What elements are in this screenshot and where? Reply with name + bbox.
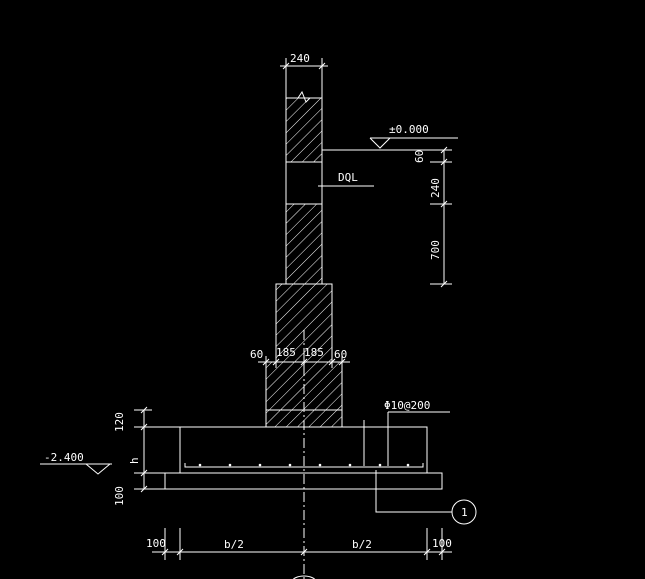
- label-dim-240: 240: [429, 178, 442, 198]
- detail-callout-circle: [451, 499, 477, 525]
- axis-bubble: [292, 575, 316, 579]
- label-top-width: 240: [290, 52, 310, 65]
- label-step-right: 60: [334, 348, 347, 361]
- dim-left-vertical: [134, 406, 180, 493]
- label-dim-h: h: [128, 457, 141, 464]
- rebar-dots: [198, 463, 410, 467]
- label-detail-callout: 1: [461, 506, 468, 519]
- dim-step-widths: [258, 348, 350, 368]
- ring-beam-dql: [285, 161, 323, 205]
- dim-right-vertical: [430, 146, 452, 288]
- dim-top-width: [280, 58, 328, 98]
- wall-upper: [285, 97, 323, 163]
- label-dim-100-left: 100: [146, 537, 166, 550]
- label-dim-60: 60: [413, 150, 426, 163]
- ground-level-marker: [322, 137, 458, 151]
- label-half-left: b/2: [224, 538, 244, 551]
- label-dim-700: 700: [429, 240, 442, 260]
- label-bottom-level: -2.400: [44, 451, 84, 464]
- label-ground-level: ±0.000: [389, 123, 429, 136]
- wall-section: [265, 90, 343, 428]
- label-dim-100-vertical: 100: [113, 486, 126, 506]
- label-dim-120: 120: [113, 412, 126, 432]
- callout-leader: [375, 470, 452, 513]
- rebar-bottom: [184, 463, 424, 468]
- bottom-level-marker: [40, 463, 112, 475]
- dim-bottom: [152, 528, 452, 560]
- label-step-185-right: 185: [304, 346, 324, 359]
- label-step-left: 60: [250, 348, 263, 361]
- break-mark: [286, 90, 322, 103]
- label-dim-100-right: 100: [432, 537, 452, 550]
- wall-lower: [285, 203, 323, 285]
- label-step-185-left: 185: [276, 346, 296, 359]
- label-half-right: b/2: [352, 538, 372, 551]
- label-rebar: Φ10@200: [384, 399, 430, 412]
- label-ring-beam: DQL: [338, 171, 358, 184]
